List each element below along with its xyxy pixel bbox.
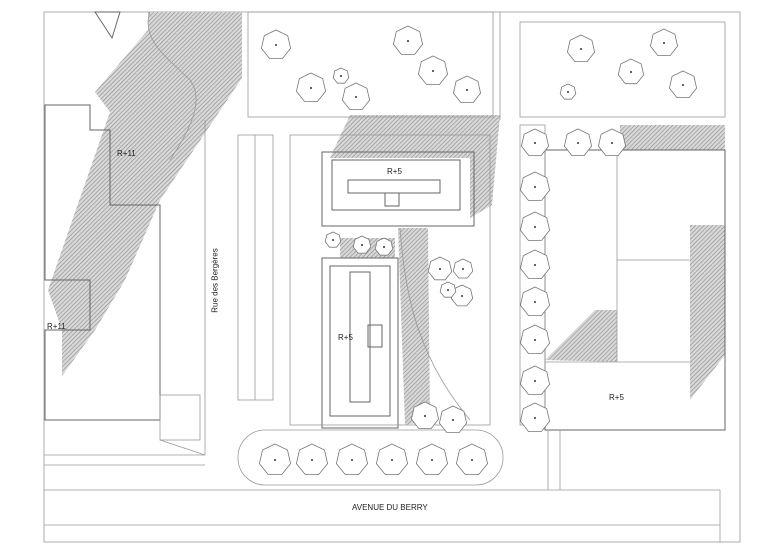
tree-trunk-dot	[340, 75, 342, 77]
tree-trunk-dot	[580, 48, 582, 50]
tree-trunk-dot	[534, 339, 536, 341]
tree-trunk-dot	[361, 244, 363, 246]
building-corner	[94, 11, 121, 40]
tree-trunk-dot	[534, 226, 536, 228]
tree-trunk-dot	[452, 419, 454, 421]
tree-trunk-dot	[351, 459, 353, 461]
tree-trunk-dot	[471, 459, 473, 461]
tree-trunk-dot	[432, 70, 434, 72]
tree-trunk-dot	[630, 71, 632, 73]
tree-planter	[237, 429, 504, 486]
tree-trunk-dot	[682, 84, 684, 86]
label-rue-des-bergeres: Rue des Bergères	[210, 248, 220, 313]
label-r5-center: R+5	[338, 333, 353, 342]
tree-trunk-dot	[611, 142, 613, 144]
tree-trunk-dot	[466, 89, 468, 91]
label-r5-east: R+5	[609, 393, 624, 402]
tree-trunk-dot	[577, 142, 579, 144]
tree-trunk-dot	[383, 246, 385, 248]
label-r11-bottom: R+11	[47, 322, 66, 331]
label-r5-north: R+5	[387, 167, 402, 176]
buildings	[44, 11, 726, 431]
tree-trunk-dot	[274, 459, 276, 461]
tree-trunk-dot	[534, 186, 536, 188]
building-r5-north	[321, 151, 475, 227]
label-r11-top: R+11	[117, 149, 136, 158]
tree-trunk-dot	[424, 415, 426, 417]
trees	[258, 25, 698, 475]
park-northeast	[519, 21, 726, 118]
tree-trunk-dot	[663, 42, 665, 44]
tree-trunk-dot	[431, 459, 433, 461]
tree-trunk-dot	[534, 264, 536, 266]
tree-trunk-dot	[447, 289, 449, 291]
park-north	[247, 11, 494, 118]
tree-trunk-dot	[534, 301, 536, 303]
tree-trunk-dot	[567, 91, 569, 93]
tree-trunk-dot	[355, 96, 357, 98]
tree-trunk-dot	[461, 295, 463, 297]
tree-trunk-dot	[439, 268, 441, 270]
tree-trunk-dot	[534, 417, 536, 419]
roads	[44, 11, 726, 542]
tree-trunk-dot	[332, 239, 334, 241]
tree-trunk-dot	[391, 459, 393, 461]
label-avenue-du-berry: AVENUE DU BERRY	[352, 503, 428, 512]
tree-trunk-dot	[534, 142, 536, 144]
tree-trunk-dot	[534, 380, 536, 382]
tree-trunk-dot	[275, 44, 277, 46]
building-r5-center	[321, 257, 399, 429]
tree-trunk-dot	[311, 459, 313, 461]
tree-trunk-dot	[407, 40, 409, 42]
tree-trunk-dot	[310, 87, 312, 89]
tree-trunk-dot	[462, 268, 464, 270]
